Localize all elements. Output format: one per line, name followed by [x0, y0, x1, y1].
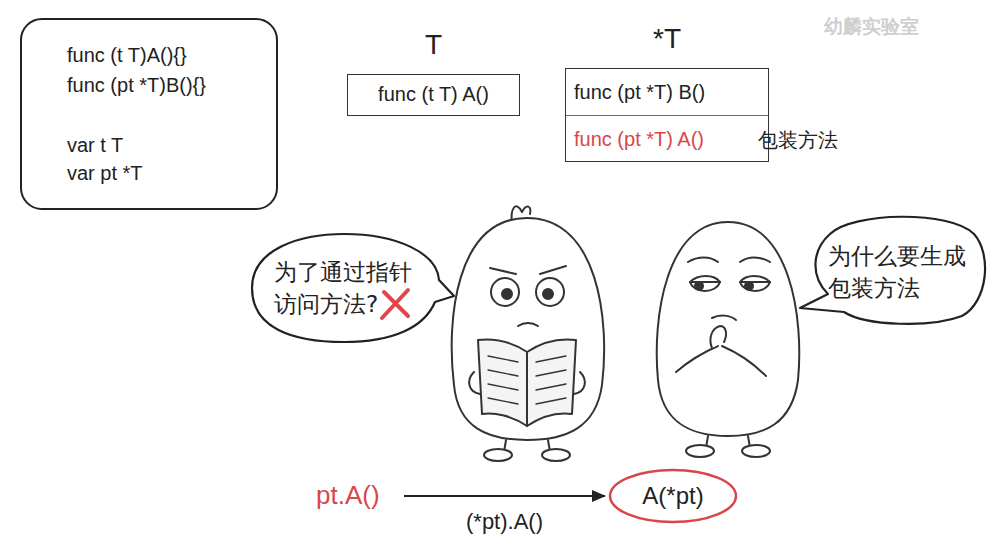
method-row: func (pt *T) B()	[566, 69, 768, 115]
annotation: 包装方法	[758, 126, 838, 154]
method-set-box: *Tfunc (pt *T) B()func (pt *T) A()	[565, 68, 769, 162]
type-heading: T	[348, 27, 519, 63]
bubble-shape	[252, 234, 454, 342]
bubble-text: 为了通过指针 访问方法?	[274, 256, 434, 320]
code-line: var pt *T	[67, 160, 143, 186]
arrow-connector	[404, 495, 605, 497]
code-line: func (pt *T)B(){}	[67, 72, 206, 98]
connector-label: (*pt).A()	[463, 508, 546, 536]
code-box: func (t T)A(){} func (pt *T)B(){} var t Tv…	[20, 18, 278, 210]
bubble-text: 为什么要生成 包装方法	[828, 240, 978, 304]
wrapper-method-row: func (pt *T) A()	[566, 115, 768, 161]
method-signature: func (t T) A()	[348, 75, 519, 114]
bubble-shape	[800, 217, 985, 324]
watermark: 幼麟实验室	[824, 14, 919, 38]
egg-character-reading	[452, 206, 604, 461]
expression: A(*pt)	[608, 468, 738, 524]
expression: pt.A()	[314, 475, 396, 515]
code-line: func (t T)A(){}	[67, 42, 187, 68]
result-ellipse: A(*pt)	[608, 468, 738, 524]
speech-bubble: 为什么要生成 包装方法	[790, 206, 990, 326]
method-signature: func (pt *T) A()	[574, 116, 760, 162]
code-line: var t T	[67, 132, 123, 158]
method-signature: func (pt *T) B()	[574, 69, 760, 115]
method-set-box: Tfunc (t T) A()	[347, 74, 520, 116]
speech-bubble: 为了通过指针 访问方法?	[232, 228, 457, 348]
bubble-outline	[232, 228, 457, 348]
cross-mark	[382, 290, 408, 318]
expression-text: pt.A()	[314, 475, 396, 515]
egg-character-thinking	[657, 222, 800, 457]
type-heading: *T	[566, 21, 768, 57]
